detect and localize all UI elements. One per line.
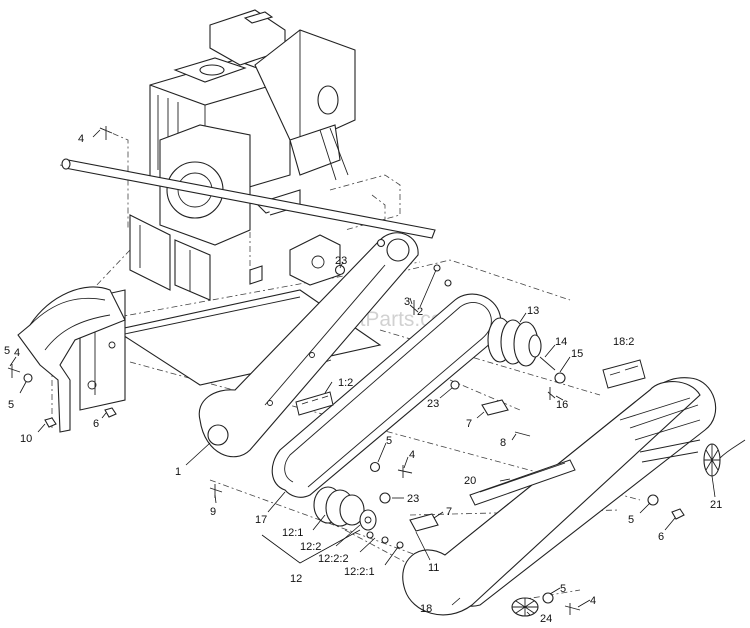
callout-9: 9 [210,506,216,518]
lever-bracket [249,234,341,286]
callout-24: 24 [540,613,552,625]
drive-belt [271,293,502,498]
engine [149,9,356,246]
callout-7: 7 [446,506,452,518]
callout-11: 11 [428,562,439,574]
main-tube [61,158,436,239]
callout-1-2: 1:2 [338,377,353,389]
callout-18-2: 18:2 [613,336,634,348]
callout-16: 16 [556,399,568,411]
callout-4: 4 [14,347,20,359]
callout-10: 10 [20,433,32,445]
callout-1: 1 [175,466,181,478]
callout-6: 6 [658,531,664,543]
hardware [7,126,685,615]
callout-12-2-1: 12:2:1 [344,566,375,578]
callout-23: 23 [335,255,347,267]
belt-guard-left [17,286,126,433]
callout-5: 5 [8,399,14,411]
callout-23: 23 [407,493,419,505]
callout-8: 8 [500,437,506,449]
callout-5: 5 [628,514,634,526]
callout-6: 6 [93,418,99,430]
pins [409,399,509,532]
callout-21: 21 [710,499,722,511]
callout-5: 5 [560,583,566,595]
leader-lines [9,129,716,616]
callout-4: 4 [409,449,415,461]
jackshaft-pulley [487,317,542,367]
rotor-decal [511,439,746,617]
idler-arm [198,232,419,458]
callout-3: 3 [404,296,410,308]
callout-23: 23 [427,398,439,410]
callout-7: 7 [466,418,472,430]
callout-17: 17 [255,514,267,526]
callout-20: 20 [464,475,476,487]
callout-12-1: 12:1 [282,527,303,539]
callout-14: 14 [555,336,567,348]
callout-5: 5 [4,345,10,357]
callout-12-2: 12:2 [300,541,321,553]
belt-cover [402,377,717,616]
callout-4: 4 [78,133,84,145]
callout-18: 18 [420,603,432,615]
callout-2: 2 [417,306,423,318]
callout-5: 5 [386,435,392,447]
callout-15: 15 [571,348,583,360]
drive-pulley [313,486,377,531]
callout-bracket-12 [261,529,361,564]
callout-12: 12 [290,573,302,585]
engine-frame [329,174,401,231]
callout-12-2-2: 12:2:2 [318,553,349,565]
callout-4: 4 [590,595,596,607]
callout-13: 13 [527,305,539,317]
decals [295,359,646,506]
callout-labels: 4 23 3 2 13 14 15 16 18:2 1:2 23 7 8 4 5… [4,133,722,625]
